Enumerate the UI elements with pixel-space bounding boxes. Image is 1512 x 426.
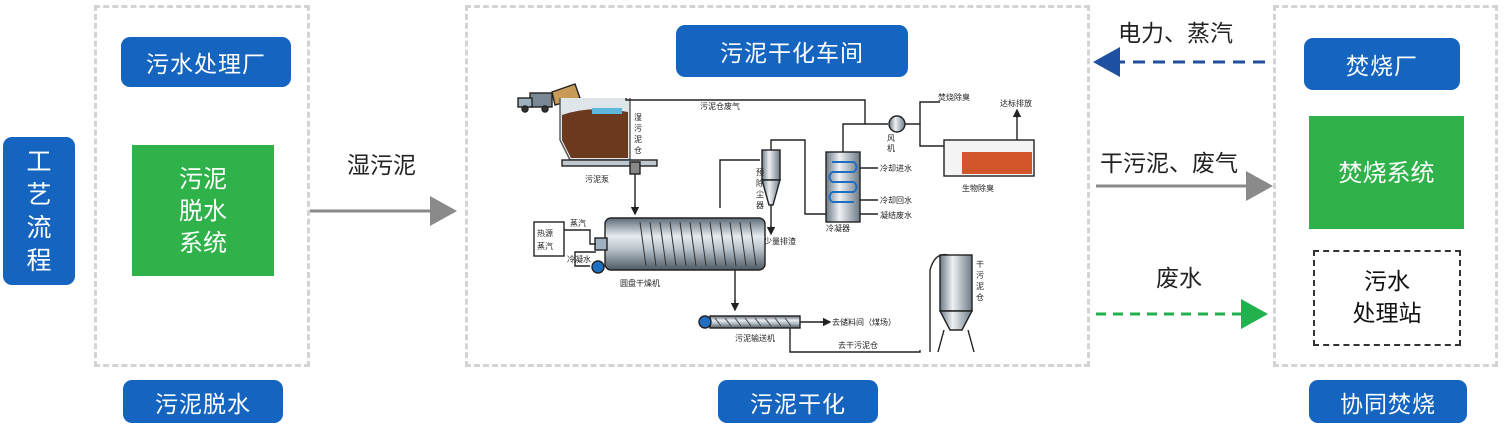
process-char: 程 [26,246,52,275]
dryer-label: 圆盘干燥机 [620,278,660,288]
pre-dust-label: 器 [756,201,764,210]
dry-silo-label: 泥 [976,282,984,291]
little-slag-label: 少量排渣 [764,236,796,246]
conveyor-label: 污泥输送机 [735,333,775,343]
stage3-dashed-frame [1273,5,1498,367]
heat-steam-label: 蒸汽 [537,241,553,251]
wastewater-station-line: 污水 [1364,269,1410,295]
process-char: 流 [26,213,52,242]
cooling-in-label: 冷却进水 [880,163,912,173]
stage2-footer: 污泥干化 [718,380,878,423]
wet-silo-label: 仓 [634,145,642,155]
discharge-label: 达标排放 [1000,98,1032,108]
dry-silo-label: 干 [976,260,984,269]
condensate-waste-label: 凝结废水 [880,210,912,220]
dewatering-system-box: 污泥 脱水 系统 [132,145,274,276]
fan-label: 机 [887,143,895,153]
stage2-dashed-frame [465,5,1090,367]
bio-deodor-label: 生物除臭 [962,183,994,193]
to-dry-silo-label: 去干污泥仓 [838,340,878,350]
fan-label: 风 [887,134,895,143]
cond-water-label: 冷凝水 [567,254,591,264]
wastewater-label: 废水 [1156,266,1202,292]
incineration-system-box: 焚烧系统 [1309,116,1464,229]
pre-dust-label: 尘 [756,189,764,199]
stage1-header: 污水处理厂 [121,37,291,87]
sludge-pump-label: 污泥泵 [585,174,609,184]
to-storage-label: 去储料间（煤场） [832,317,896,327]
wet-silo-label: 湿 [634,113,642,122]
process-char: 艺 [26,180,52,209]
silo-exhaust-label: 污泥仓废气 [700,101,740,111]
dewatering-line: 系统 [179,228,227,257]
stage3-header: 焚烧厂 [1304,38,1460,90]
stage3-footer: 协同焚烧 [1309,380,1467,423]
wastewater-station-line: 处理站 [1352,301,1422,327]
pre-dust-label: 预 [756,167,764,177]
dewatering-line: 脱水 [179,196,227,225]
stage2-header: 污泥干化车间 [676,25,908,77]
cooling-return-label: 冷却回水 [880,195,912,205]
wet-sludge-label: 湿污泥 [347,153,416,179]
wet-silo-label: 污 [634,123,642,133]
process-char: 工 [26,147,52,176]
process-flow-label: 工 艺 流 程 [3,137,75,285]
pre-dust-label: 除 [756,178,764,188]
incineration-deodor-label: 焚烧除臭 [938,92,970,102]
dry-silo-label: 仓 [976,292,984,302]
stage1-dashed-frame [94,5,310,367]
heat-steam-label: 热源 [537,228,553,238]
stage1-footer: 污泥脱水 [123,380,283,423]
dewatering-line: 污泥 [179,164,227,193]
dry-sludge-gas-label: 干污泥、废气 [1100,151,1238,177]
dry-silo-label: 污 [976,270,984,280]
power-steam-label: 电力、蒸汽 [1118,21,1233,47]
condenser-label: 冷凝器 [826,223,850,233]
steam-label: 蒸汽 [570,218,586,228]
wet-silo-label: 泥 [634,135,642,144]
wastewater-station-box: 污水 处理站 [1313,250,1461,346]
